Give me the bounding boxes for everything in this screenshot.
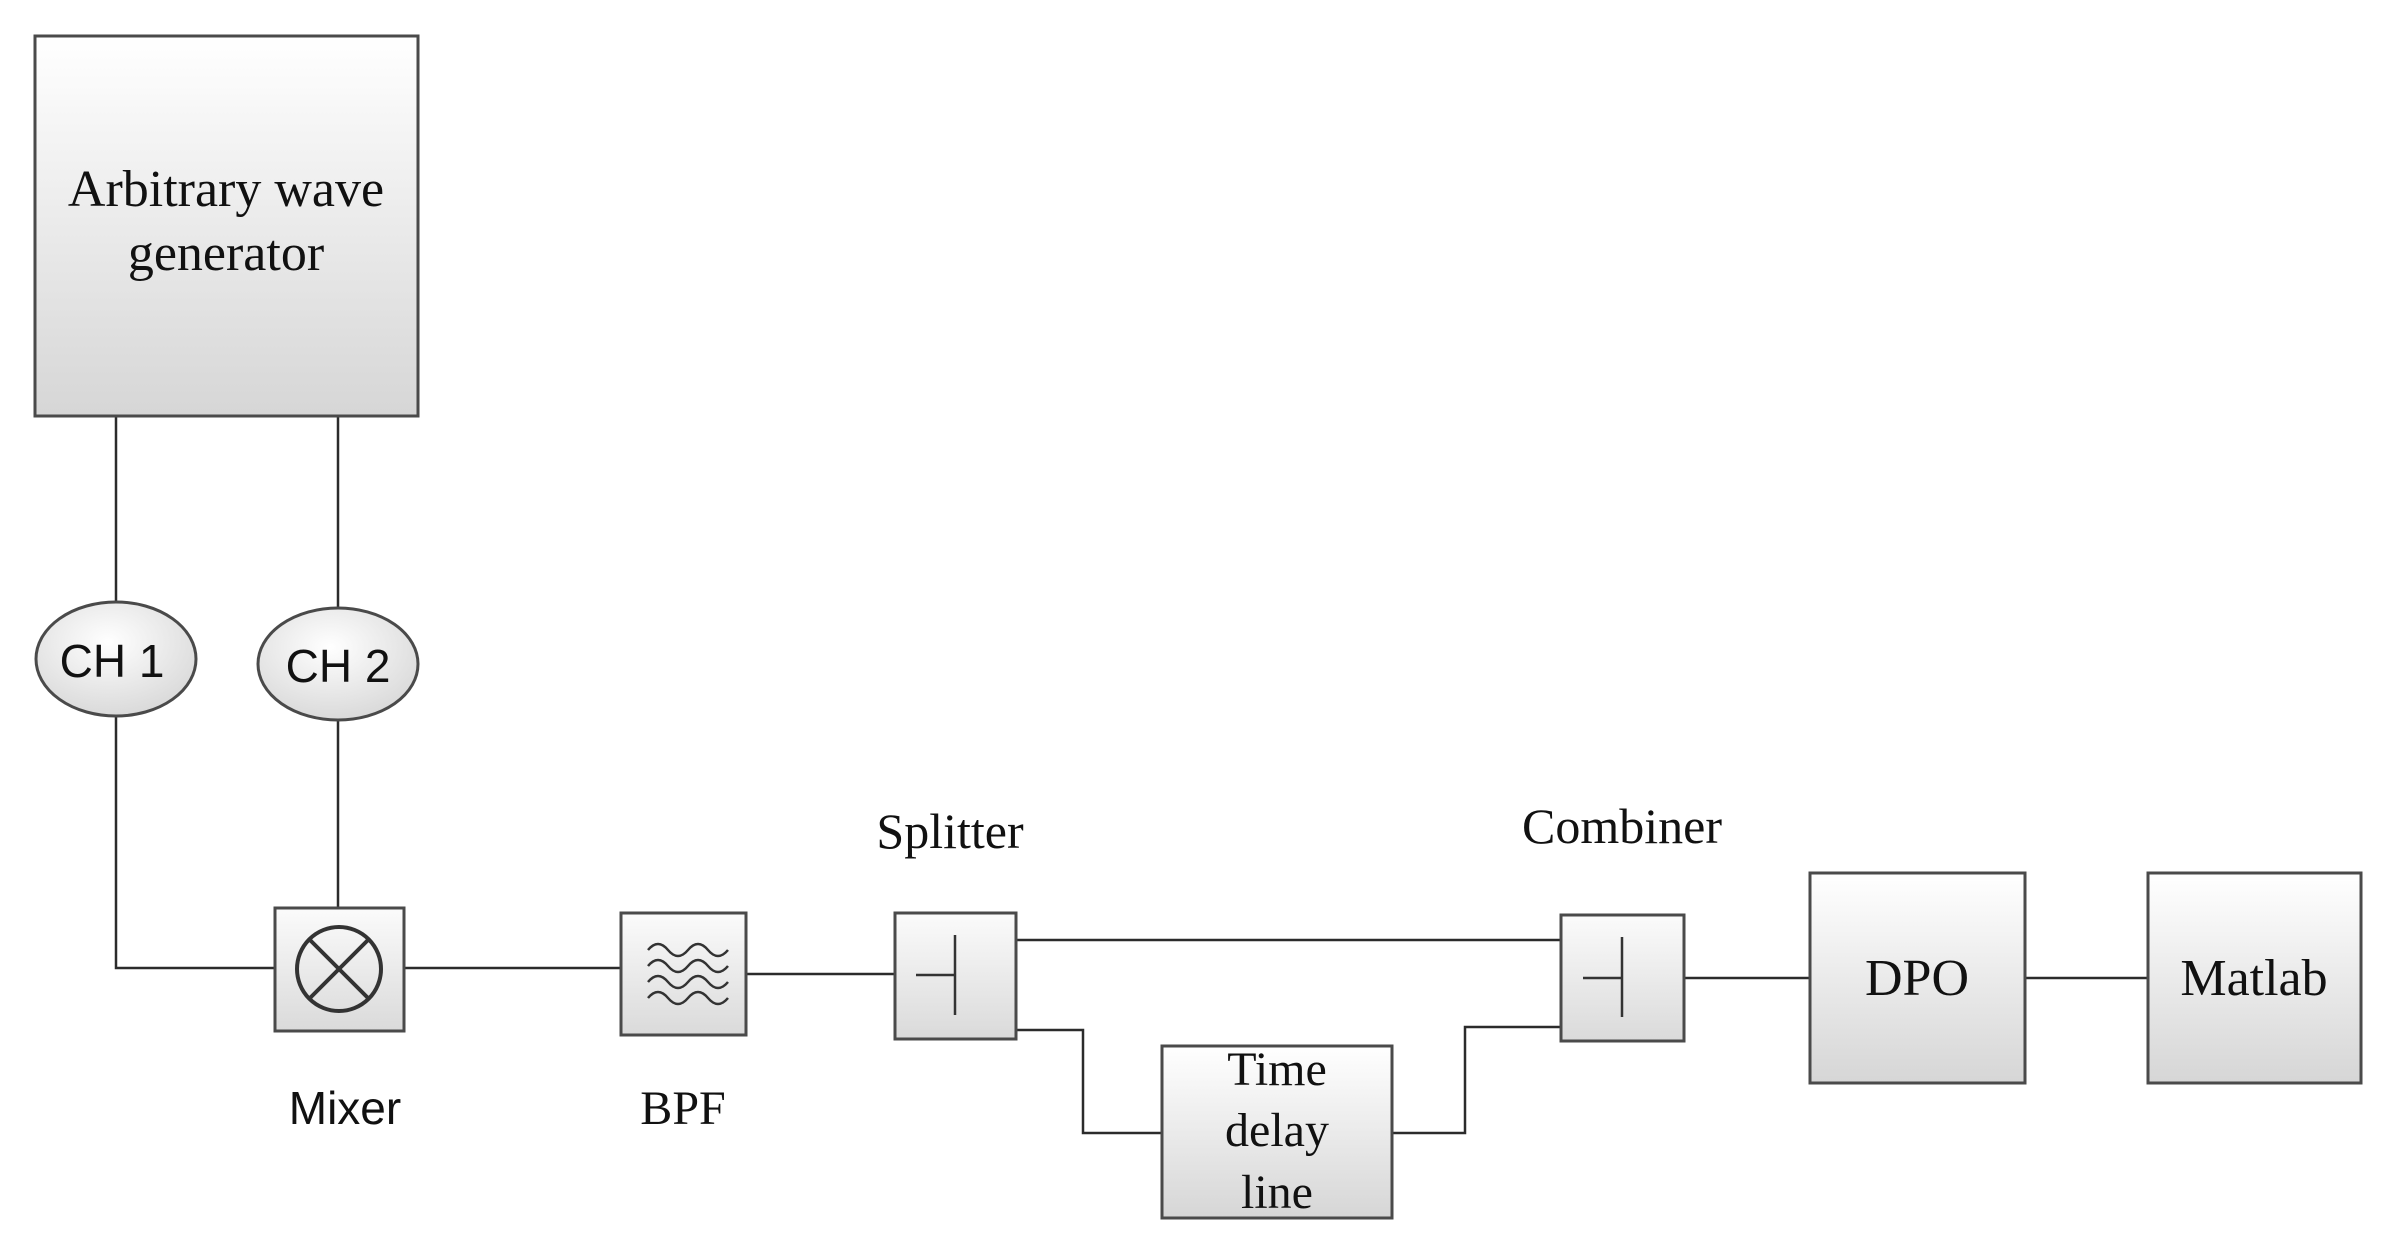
combiner-block	[1559, 913, 1686, 1043]
time-delay-line-block: Time delay line	[1160, 1043, 1394, 1220]
wire-delay-combiner	[1392, 1025, 1560, 1135]
combiner-icon	[1583, 937, 1624, 1017]
connections	[114, 415, 2147, 1135]
matlab-block: Matlab	[2146, 871, 2363, 1085]
delay-label-line3: line	[1241, 1166, 1313, 1219]
dpo-label: DPO	[1865, 950, 1969, 1007]
ch1-port: CH 1	[34, 600, 198, 718]
awg-label-line2: generator	[128, 225, 324, 282]
bandpass-filter-icon	[647, 942, 729, 1006]
ch1-label: CH 1	[60, 635, 165, 687]
mixer-block	[273, 906, 406, 1033]
ch2-port: CH 2	[256, 606, 420, 722]
wire-splitter-delay	[1015, 1028, 1162, 1135]
dpo-block: DPO	[1808, 871, 2027, 1085]
mixer-cross-icon	[295, 925, 383, 1013]
mixer-label: Mixer	[289, 1082, 401, 1134]
splitter-label: Splitter	[876, 803, 1024, 859]
matlab-label: Matlab	[2180, 950, 2327, 1007]
bpf-block	[619, 911, 748, 1037]
delay-label-line2: delay	[1225, 1104, 1329, 1157]
combiner-label: Combiner	[1522, 798, 1722, 854]
splitter-icon	[916, 935, 957, 1015]
delay-label-line1: Time	[1227, 1043, 1327, 1096]
bpf-label: BPF	[640, 1082, 725, 1135]
awg-label-line1: Arbitrary wave	[68, 161, 384, 218]
ch2-label: CH 2	[286, 640, 391, 692]
awg-block: Arbitrary wave generator	[33, 34, 420, 418]
wire-ch1-mixer	[114, 716, 275, 970]
splitter-block	[893, 911, 1018, 1041]
